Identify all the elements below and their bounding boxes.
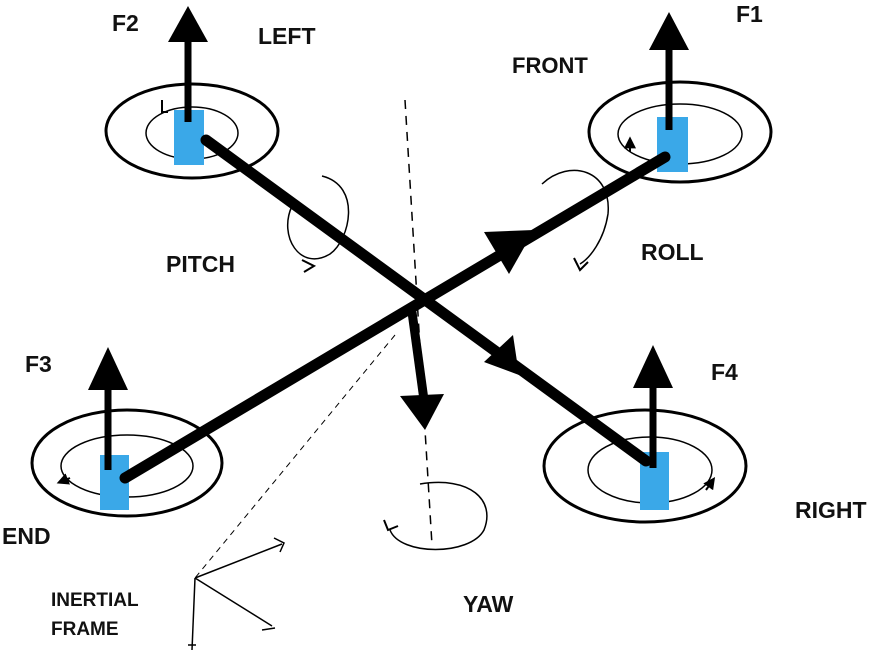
- label-front: FRONT: [512, 53, 588, 78]
- frame-arms: [119, 134, 671, 484]
- label-end: END: [2, 523, 51, 549]
- inertial-frame-axes: [188, 537, 285, 651]
- label-f3: F3: [25, 351, 52, 377]
- front-direction-arrow: [484, 230, 534, 274]
- thrust-arrow-f1: [649, 12, 689, 130]
- rotor-f2: [104, 82, 280, 180]
- label-inertial: INERTIAL: [51, 590, 139, 611]
- down-arrow-shaft: [407, 311, 429, 401]
- label-pitch: PITCH: [166, 251, 235, 277]
- label-frame: FRAME: [51, 619, 119, 640]
- thrust-arrow-f4: [633, 345, 673, 468]
- rotor-f3: [30, 408, 224, 518]
- roll-rotation-arrow: [541, 169, 609, 265]
- down-arrow-head: [400, 394, 444, 430]
- yaw-axis-line: [404, 99, 433, 546]
- label-f2: F2: [112, 10, 139, 36]
- label-f4: F4: [711, 359, 738, 385]
- inertial-dashed-line: [194, 334, 396, 579]
- thrust-arrow-f2: [168, 6, 208, 122]
- right-direction-arrow: [484, 335, 519, 375]
- label-f1: F1: [736, 1, 763, 27]
- label-yaw: YAW: [463, 591, 514, 617]
- yaw-rotation-arrow: [389, 481, 488, 551]
- rotor-f1: [587, 80, 773, 184]
- label-roll: ROLL: [641, 239, 704, 265]
- thrust-arrow-f3: [88, 347, 128, 470]
- label-left: LEFT: [258, 23, 316, 49]
- pitch-rotation-arrow: [287, 175, 350, 260]
- label-right: RIGHT: [795, 497, 867, 523]
